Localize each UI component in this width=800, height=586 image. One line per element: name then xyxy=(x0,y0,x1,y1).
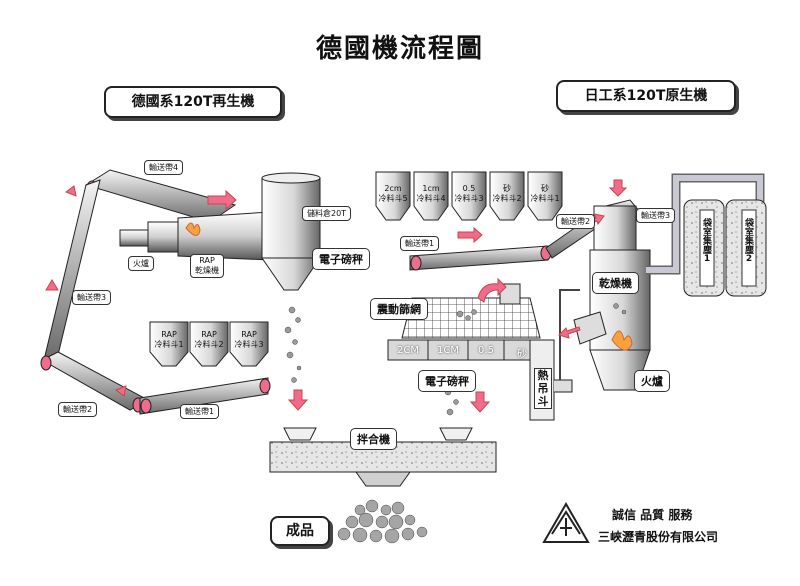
right-burner-label: 火爐 xyxy=(634,370,670,392)
flow-arrows xyxy=(45,179,628,413)
left-conveyor-3-label: 輸送帶3 xyxy=(72,290,112,305)
right-dryer-label: 乾燥機 xyxy=(592,272,639,294)
left-plant-heading: 德國系120T再生機 xyxy=(104,86,282,118)
company-name: 三峽瀝青股份有限公司 xyxy=(598,530,719,544)
right-hot-elevator-label: 熱吊斗 xyxy=(534,368,552,409)
product-label: 成品 xyxy=(270,516,330,546)
right-bin-1cm: 1CM xyxy=(437,345,459,356)
right-conveyor-3-label: 輸送帶3 xyxy=(636,208,676,223)
left-conveyor-3-shape xyxy=(43,179,101,361)
left-conveyor-1-label: 輸送帶1 xyxy=(180,404,220,419)
left-rap-dryer-shape xyxy=(119,211,271,261)
right-dust-collectors-shape xyxy=(683,199,767,297)
left-conveyor-1-shape xyxy=(139,377,271,415)
right-hopper-1: 砂冷料斗1 xyxy=(530,184,560,203)
right-bin-05: 0.5 xyxy=(478,345,494,356)
page-title: 德國機流程圖 xyxy=(315,34,484,64)
right-scale-label: 電子磅秤 xyxy=(418,370,476,392)
right-conveyor-2-label: 輸送帶2 xyxy=(556,214,596,229)
left-storage-label: 儲料倉20T xyxy=(302,206,352,221)
right-dust-collector-1-label: 袋室集塵 1 xyxy=(701,218,711,264)
product-pile xyxy=(337,499,428,544)
left-scale-label: 電子磅秤 xyxy=(312,248,370,270)
right-hopper-shapes xyxy=(375,171,563,221)
right-bin-sand: 砂 xyxy=(517,349,527,360)
left-storage-silo-shape xyxy=(261,172,321,291)
right-conveyor-1-shape xyxy=(409,245,552,271)
right-screen-label: 震動篩網 xyxy=(370,298,428,320)
left-conveyor-4-label: 輸送帶4 xyxy=(144,160,184,175)
left-aggregate-stream xyxy=(284,306,303,395)
left-conveyor-2-label: 輸送帶2 xyxy=(58,402,98,417)
right-conveyor-1-label: 輸送帶1 xyxy=(400,236,440,251)
right-plant-heading: 日工系120T原生機 xyxy=(556,80,736,112)
left-rap-dryer-label: RAP 乾燥機 xyxy=(190,254,224,278)
right-hopper-2: 砂冷料斗2 xyxy=(492,184,522,203)
right-screen-shape xyxy=(401,283,541,339)
right-bin-2cm: 2CM xyxy=(397,345,419,356)
right-dust-collector-2-label: 袋室集塵 2 xyxy=(743,218,753,264)
left-hopper-shapes xyxy=(149,321,269,367)
left-burner-label: 火爐 xyxy=(128,256,154,271)
mixer-label: 拌合機 xyxy=(350,428,397,450)
company-slogan: 誠信 品質 服務 xyxy=(612,508,693,522)
company-logo xyxy=(542,502,590,543)
right-dryer-shape xyxy=(589,205,651,391)
